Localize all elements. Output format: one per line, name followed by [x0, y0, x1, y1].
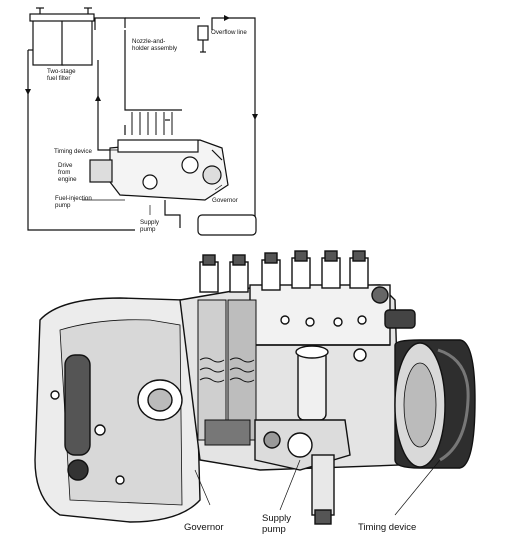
- filter-label-1: Two-stage: [47, 68, 76, 75]
- supply-pump-label-2: pump: [140, 226, 156, 233]
- fuel-system-schematic: [25, 7, 258, 236]
- drive-label-2: from: [58, 169, 70, 176]
- injection-pump-label-2: pump: [55, 202, 71, 209]
- governor-label: Governor: [184, 522, 224, 533]
- flow-arrows: [25, 15, 258, 120]
- fuel-tank: [197, 214, 257, 236]
- timing-label-schematic: Timing device: [54, 148, 92, 155]
- nozzle-label-2: holder assembly: [132, 45, 178, 52]
- governor-housing: [34, 297, 201, 523]
- governor-label-schematic: Governor: [212, 197, 238, 204]
- drive-label-3: engine: [58, 176, 77, 183]
- pump-cutaway-drawing: [34, 250, 476, 525]
- filter-label-2: fuel filter: [47, 75, 70, 82]
- schematic-labels: Two-stage fuel filter Nozzle-and- holder…: [47, 29, 247, 233]
- injection-pump-label-1: Fuel-injection: [55, 195, 92, 202]
- fuel-lines: [27, 17, 256, 231]
- supply-pump-label-1: Supply: [140, 219, 160, 226]
- delivery-valve-holders: [199, 250, 369, 293]
- supply-pump: [254, 345, 351, 525]
- schematic-leaders: [82, 149, 223, 215]
- nozzle-holder: [197, 25, 209, 53]
- nozzle-label-1: Nozzle-and-: [132, 38, 165, 45]
- overflow-label: Overflow line: [211, 29, 247, 36]
- delivery-pipes: [131, 112, 173, 135]
- timing-device-label: Timing device: [358, 522, 416, 533]
- supply-pump-label-1-cutaway: Supply: [262, 513, 291, 524]
- drive-label-1: Drive: [58, 162, 73, 169]
- timing-device: [394, 339, 476, 469]
- pumping-elements: [197, 299, 257, 446]
- cutaway-leaders: [194, 459, 441, 516]
- supply-pump-label-2-cutaway: pump: [262, 524, 286, 535]
- fuel-filter: [29, 7, 95, 66]
- cutaway-labels: Governor Supply pump Timing device: [184, 513, 416, 535]
- schematic-pump-body: [89, 139, 229, 201]
